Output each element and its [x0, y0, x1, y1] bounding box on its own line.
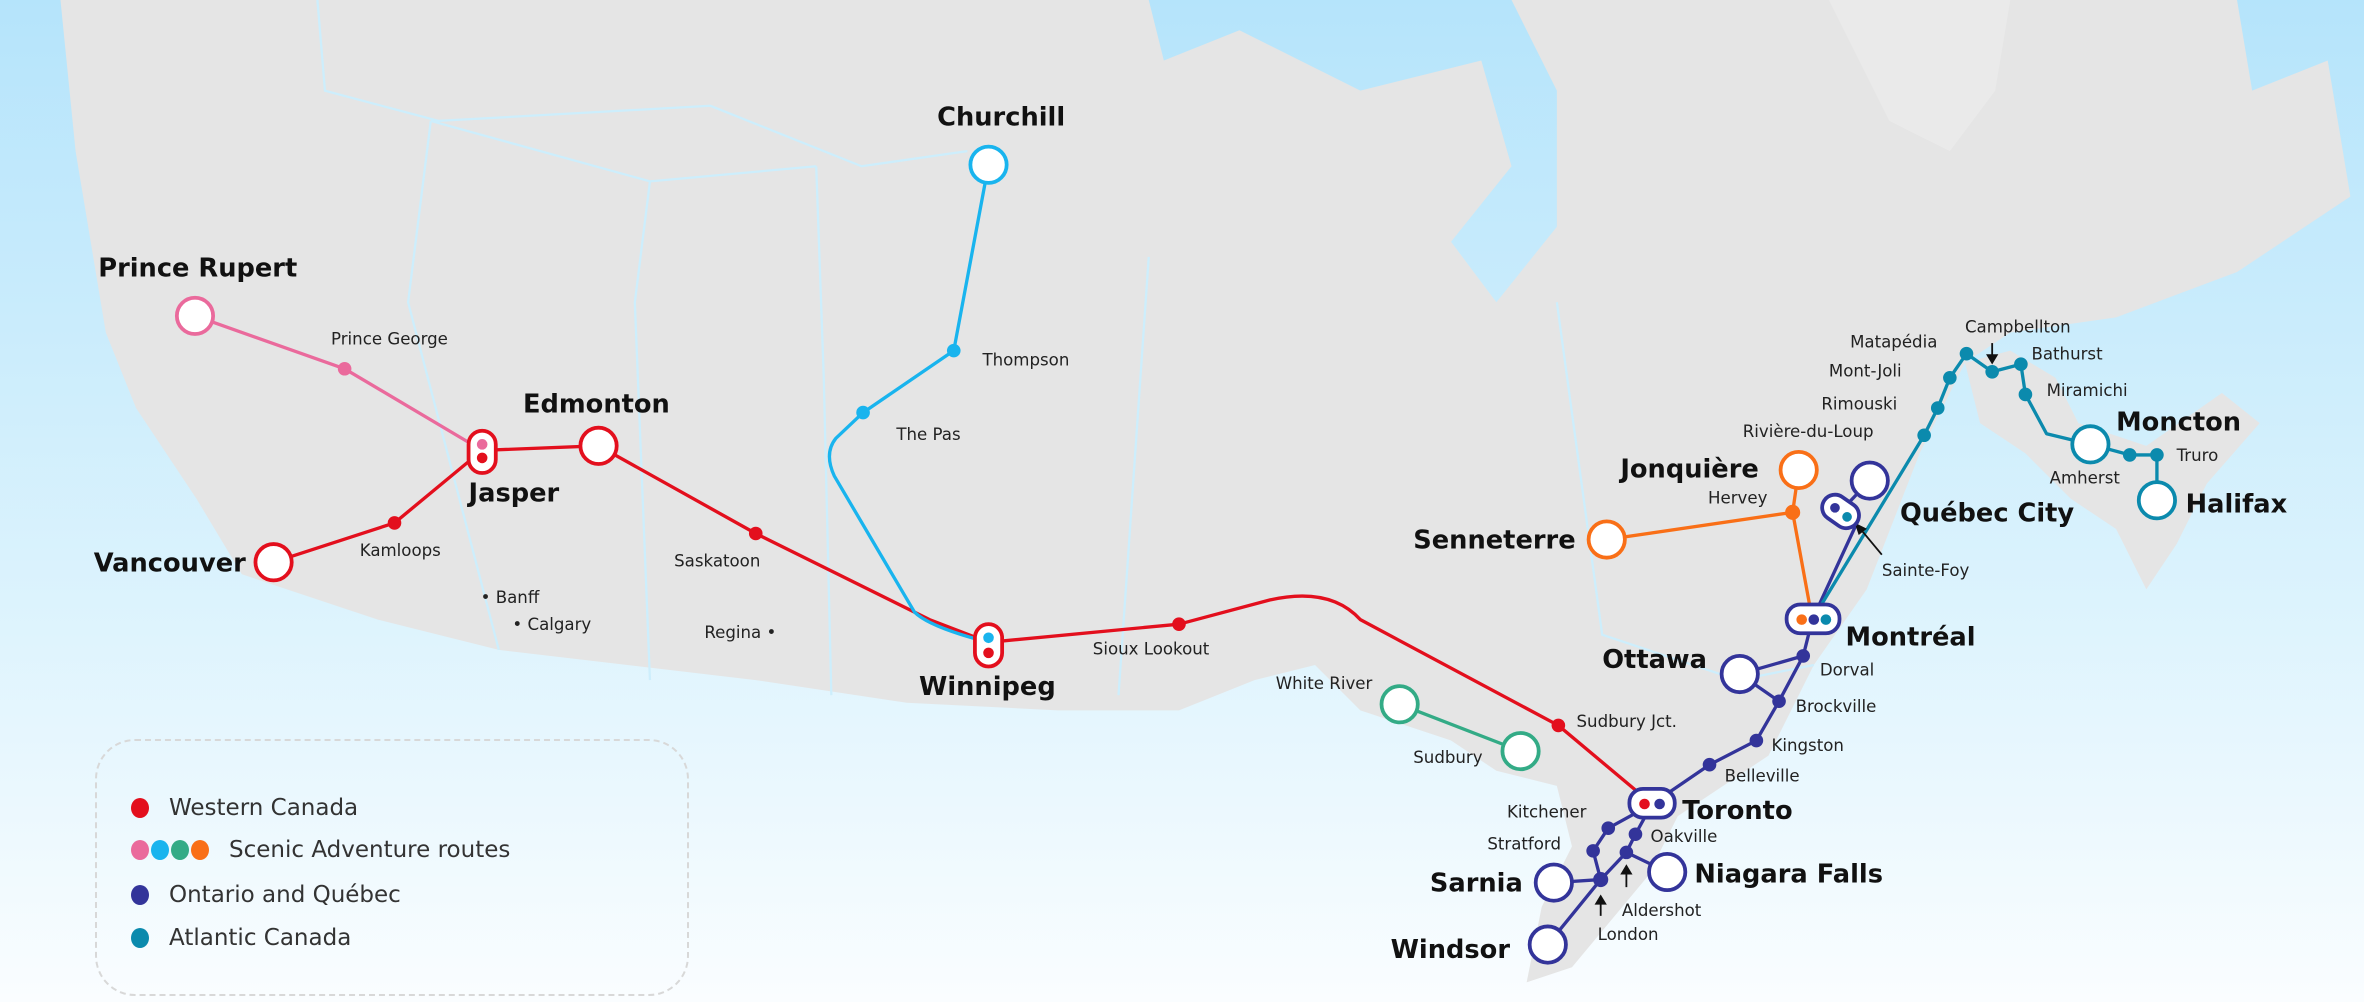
red-dot-icon [131, 798, 149, 818]
stop-label: Sioux Lookout [1093, 639, 1210, 658]
stop-label: Amherst [2050, 469, 2121, 488]
stop-label: Saskatoon [674, 552, 760, 571]
station-ottawa [1719, 654, 1760, 695]
station-quebec-city [1849, 460, 1890, 501]
label-jasper: Jasper [467, 479, 560, 509]
station-niagara-falls [1647, 852, 1688, 893]
stop-label: Mont-Joli [1829, 361, 1902, 380]
stop-label: The Pas [895, 425, 960, 444]
stop-label: London [1598, 925, 1659, 944]
label-sarnia: Sarnia [1430, 869, 1523, 899]
label-prince-rupert: Prince Rupert [98, 254, 297, 284]
stop-label: Bathurst [2031, 345, 2103, 364]
map-legend: Western Canada Scenic Adventure routes O… [95, 739, 689, 996]
stop-label: Sudbury [1413, 748, 1483, 767]
lightblue-dot-icon [151, 840, 169, 860]
city-labels: Churchill Prince Rupert Edmonton Jasper … [94, 102, 2288, 965]
stop-label: Kitchener [1507, 803, 1587, 822]
label-edmonton: Edmonton [523, 390, 670, 420]
station-halifax [2136, 480, 2177, 521]
station-jonquiere [1778, 449, 1819, 491]
station-winnipeg [973, 622, 1005, 669]
station-prince-rupert [174, 295, 216, 336]
pink-dot-icon [131, 840, 149, 860]
green-scenic-line [1399, 702, 1522, 753]
stop-label: Rimouski [1821, 395, 1897, 414]
station-moncton [2070, 424, 2111, 465]
label-senneterre: Senneterre [1413, 526, 1575, 556]
stop-label: Brockville [1796, 697, 1877, 716]
province-borders [316, 0, 1815, 696]
landmass [60, 0, 2351, 983]
stop-label: Regina • [704, 623, 776, 642]
legend-item-western-canada: Western Canada [131, 795, 358, 821]
label-jonquiere: Jonquière [1618, 455, 1758, 485]
label-niagara-falls: Niagara Falls [1694, 860, 1883, 890]
label-winnipeg: Winnipeg [919, 672, 1056, 702]
teal-dot-icon [131, 928, 149, 948]
stop-label: Prince George [331, 330, 448, 349]
station-senneterre [1586, 519, 1627, 560]
hub-dots [476, 439, 1852, 810]
stop-label: Aldershot [1622, 901, 1702, 920]
navy-dot-icon [131, 885, 149, 905]
western-canada-line [273, 444, 1654, 806]
stop-label: Thompson [981, 351, 1069, 370]
stop-label: Truro [2176, 446, 2219, 465]
station-jasper [466, 428, 498, 475]
major-stations[interactable] [174, 144, 2177, 965]
stop-label: Kamloops [360, 541, 441, 560]
stop-label: Sudbury Jct. [1577, 712, 1677, 731]
label-churchill: Churchill [937, 102, 1065, 132]
station-toronto [1627, 787, 1677, 820]
label-quebec-city: Québec City [1900, 498, 2074, 528]
station-vancouver [253, 542, 294, 583]
stop-label: Dorval [1820, 661, 1874, 680]
stop-label: Miramichi [2047, 381, 2128, 400]
green-dot-icon [171, 840, 189, 860]
station-edmonton [578, 425, 619, 466]
stop-label: Belleville [1725, 766, 1800, 785]
stop-labels: Prince George Thompson The Pas Kamloops … [331, 317, 2218, 944]
station-windsor [1527, 924, 1568, 965]
orange-dot-icon [191, 840, 209, 860]
station-sarnia [1533, 862, 1574, 903]
label-montreal: Montréal [1846, 622, 1976, 652]
stop-label: Matapédia [1850, 333, 1937, 352]
legend-item-ontario-quebec: Ontario and Québec [131, 882, 401, 908]
label-windsor: Windsor [1391, 935, 1511, 965]
station-sudbury [1500, 731, 1541, 772]
label-toronto: Toronto [1682, 796, 1792, 826]
label-moncton: Moncton [2116, 408, 2241, 438]
stop-label: Campbellton [1965, 317, 2071, 336]
station-white-river [1379, 684, 1420, 725]
legend-item-scenic-routes: Scenic Adventure routes [131, 837, 510, 863]
stop-label: Kingston [1771, 736, 1843, 755]
stop-label: • Banff [481, 588, 540, 607]
stop-label: • Calgary [512, 615, 591, 634]
stop-label: Rivière-du-Loup [1743, 422, 1874, 441]
label-vancouver: Vancouver [94, 548, 246, 578]
stop-label: Sainte-Foy [1882, 561, 1970, 580]
lightblue-scenic-line [827, 164, 991, 644]
stop-label: Hervey [1708, 488, 1768, 507]
label-ottawa: Ottawa [1602, 645, 1707, 675]
arrows [1594, 343, 1999, 916]
stop-label: White River [1276, 674, 1373, 693]
legend-item-atlantic-canada: Atlantic Canada [131, 925, 351, 951]
stop-label: Stratford [1487, 834, 1561, 853]
station-churchill [968, 144, 1009, 185]
label-halifax: Halifax [2186, 489, 2288, 519]
small-stops [337, 343, 2164, 888]
stop-label: Oakville [1651, 827, 1718, 846]
